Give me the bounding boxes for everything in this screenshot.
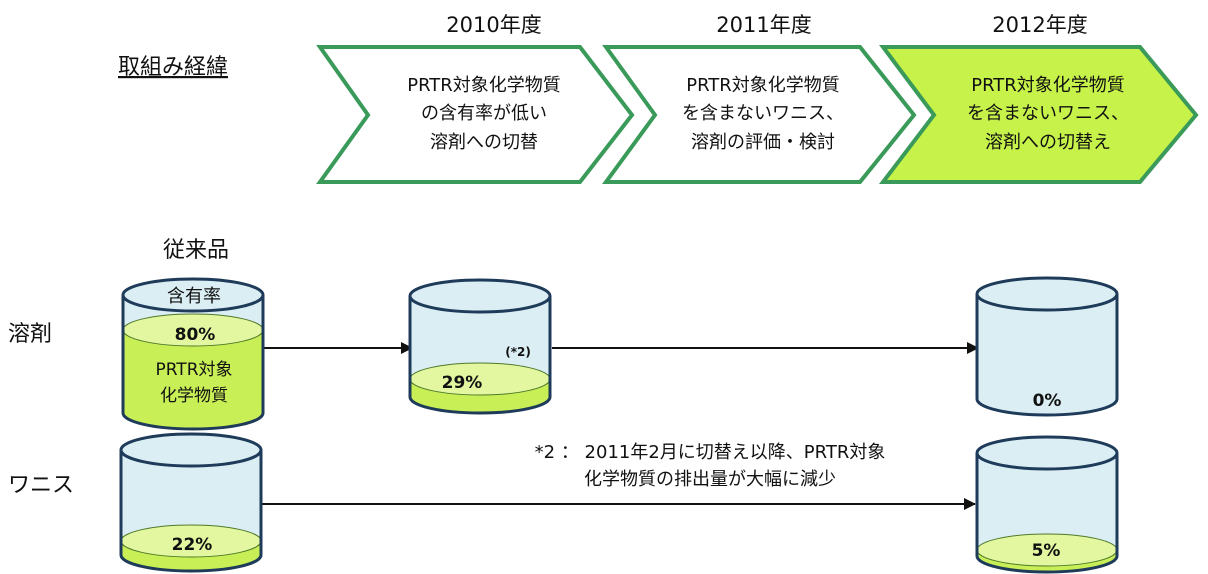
solvent-value-2011: 29% (442, 373, 483, 393)
chevron-2012 (878, 45, 1199, 184)
row-label-solvent: 溶剤 (8, 322, 52, 347)
cylinder-solvent-2012 (975, 276, 1119, 417)
cylinder-varnish-conventional (119, 432, 263, 573)
cylinder-outline (408, 296, 552, 415)
varnish-value-conventional: 22% (172, 535, 213, 555)
footnote-mark: (*2) (505, 345, 531, 359)
chevron-2012-line2: を含まないワニス、 (967, 103, 1129, 124)
year-2012: 2012年度 (992, 13, 1087, 37)
cylinder-outline (119, 450, 263, 573)
cylinder-outline (975, 294, 1119, 417)
cylinder-body (977, 294, 1117, 415)
row-label-varnish: ワニス (8, 473, 74, 498)
cylinder-top (121, 277, 265, 313)
footnote-line1: *2 ： 2011年2月に切替え以降、PRTR対象 (535, 442, 886, 463)
chevron-2011-line1: PRTR対象化学物質 (686, 75, 840, 96)
chevron-2010-line3: 溶剤への切替 (430, 132, 538, 153)
cylinders (119, 276, 1119, 574)
cylinder-solvent-2011 (408, 278, 552, 415)
chevron-2010 (316, 45, 635, 184)
prtr-label-line2: 化学物質 (160, 386, 228, 406)
history-label: 取組み経緯 (118, 55, 228, 80)
year-2011: 2011年度 (716, 13, 811, 37)
cylinder-solvent-conventional (121, 277, 265, 431)
liquid-fill (123, 330, 263, 429)
chevron-2010-line2: の含有率が低い (421, 103, 547, 124)
chevron-2012-line3: 溶剤への切替え (985, 132, 1111, 153)
varnish-value-2012: 5% (1032, 541, 1061, 561)
solvent-value-conventional: 80% (175, 325, 216, 345)
cylinder-outline (121, 295, 265, 431)
solvent-value-2012: 0% (1033, 391, 1062, 411)
conventional-label: 従来品 (163, 238, 229, 263)
chevron-2011-line2: を含まないワニス、 (682, 103, 844, 124)
content-rate-label: 含有率 (167, 286, 221, 307)
chevron-2011-line3: 溶剤の評価・検討 (691, 132, 835, 153)
prtr-label-line1: PRTR対象 (155, 360, 232, 380)
cylinder-top (408, 278, 552, 314)
cylinder-top (119, 432, 263, 468)
year-2010: 2010年度 (446, 13, 541, 37)
chevron-2011 (602, 45, 917, 184)
footnote-line2: 化学物質の排出量が大幅に減少 (584, 469, 836, 490)
cylinder-outline (975, 453, 1119, 574)
chevron-2012-line1: PRTR対象化学物質 (971, 75, 1125, 96)
chevron-2010-line1: PRTR対象化学物質 (407, 75, 561, 96)
cylinder-top (975, 276, 1119, 312)
cylinder-varnish-2012 (975, 435, 1119, 574)
cylinder-top (975, 435, 1119, 471)
